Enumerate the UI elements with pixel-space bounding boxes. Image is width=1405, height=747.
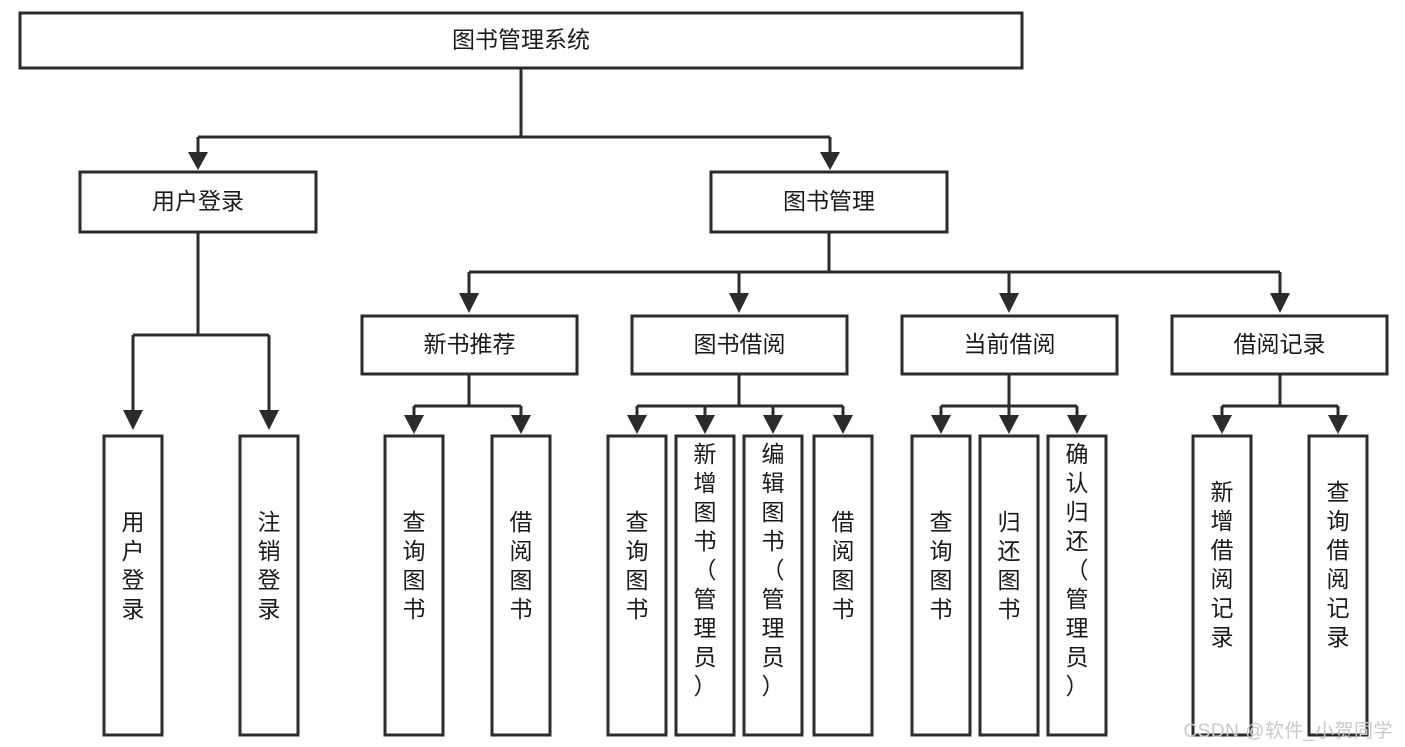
leaf-borrow-book-1-box[interactable] <box>490 434 552 737</box>
connector-book-borrow-to-leaves <box>627 374 853 434</box>
leaf-query-borrow-record[interactable]: 查询借阅记录 <box>1307 434 1369 737</box>
leaf-borrow-book-1[interactable]: 借阅图书 <box>490 434 552 737</box>
node-new-book-recommend[interactable]: 新书推荐 <box>360 314 579 376</box>
leaf-user-logout-label: 注销登录 <box>258 509 281 622</box>
leaf-user-login-label: 用户登录 <box>122 509 145 622</box>
leaf-query-book-1-box[interactable] <box>383 434 445 737</box>
node-current-borrow-label: 当前借阅 <box>964 331 1056 357</box>
arrowhead-leaf-query-book-1 <box>404 415 424 434</box>
leaf-borrow-book-1-label: 借阅图书 <box>510 509 533 622</box>
node-new-book-recommend-box[interactable] <box>360 314 579 376</box>
arrowhead-current-borrow <box>999 293 1019 313</box>
arrowhead-leaf-edit-book <box>763 415 783 434</box>
arrowhead-leaf-borrow-book-2 <box>833 415 853 434</box>
leaf-query-borrow-record-box[interactable] <box>1307 434 1369 737</box>
leaf-confirm-return-box[interactable] <box>1046 434 1108 737</box>
arrowhead-leaf-add-borrow-record <box>1212 415 1232 434</box>
leaf-query-book-3[interactable]: 查询图书 <box>910 434 972 737</box>
arrowhead-leaf-query-book-2 <box>627 415 647 434</box>
node-new-book-recommend-label: 新书推荐 <box>424 331 516 357</box>
node-root-box[interactable] <box>18 11 1024 70</box>
leaf-add-book[interactable]: 新增图书（管理员） <box>674 434 736 737</box>
leaf-user-login-box[interactable] <box>102 434 164 737</box>
leaf-add-book-box[interactable] <box>674 434 736 737</box>
node-root[interactable]: 图书管理系统 <box>18 11 1024 70</box>
node-borrow-record-label: 借阅记录 <box>1234 331 1326 357</box>
connector-current-borrow-to-leaves <box>931 374 1087 434</box>
leaf-edit-book[interactable]: 编辑图书（管理员） <box>742 434 804 737</box>
arrowhead-user-login <box>188 152 208 170</box>
node-borrow-record[interactable]: 借阅记录 <box>1170 314 1389 376</box>
leaf-query-book-2-label: 查询图书 <box>626 509 649 622</box>
node-borrow-record-box[interactable] <box>1170 314 1389 376</box>
leaf-query-book-2-box[interactable] <box>606 434 668 737</box>
arrowhead-leaf-user-logout <box>259 410 279 430</box>
leaf-return-book-label: 归还图书 <box>998 509 1021 622</box>
leaf-user-logout[interactable]: 注销登录 <box>238 434 300 737</box>
leaf-add-borrow-record-label: 新增借阅记录 <box>1211 479 1234 650</box>
leaf-confirm-return-label: 确认归还（管理员） <box>1066 441 1089 699</box>
arrowhead-book-management <box>820 152 840 170</box>
connector-borrow-record-to-leaves <box>1212 374 1348 434</box>
node-user-login[interactable]: 用户登录 <box>78 170 318 234</box>
arrowhead-leaf-query-borrow-record <box>1328 415 1348 434</box>
node-root-label: 图书管理系统 <box>452 27 590 53</box>
connector-user-login-to-leaves <box>123 232 279 430</box>
arrowhead-borrow-record <box>1270 293 1290 313</box>
arrowhead-leaf-query-book-3 <box>931 415 951 434</box>
leaf-query-book-1[interactable]: 查询图书 <box>383 434 445 737</box>
arrowhead-leaf-add-book <box>695 415 715 434</box>
node-book-management-label: 图书管理 <box>783 188 875 214</box>
node-current-borrow-box[interactable] <box>900 314 1119 376</box>
connector-book-management-to-level3 <box>459 232 1290 313</box>
connector-root-to-level2 <box>188 68 840 170</box>
leaf-borrow-book-2-label: 借阅图书 <box>832 509 855 622</box>
arrowhead-book-borrow <box>729 293 749 313</box>
leaf-add-borrow-record-box[interactable] <box>1191 434 1253 737</box>
node-book-borrow-box[interactable] <box>630 314 849 376</box>
arrowhead-leaf-return-book <box>999 415 1019 434</box>
leaf-query-book-3-label: 查询图书 <box>930 509 953 622</box>
leaf-add-borrow-record[interactable]: 新增借阅记录 <box>1191 434 1253 737</box>
node-book-management[interactable]: 图书管理 <box>709 170 949 234</box>
leaf-query-book-1-label: 查询图书 <box>403 509 426 622</box>
arrowhead-new-book-recommend <box>459 293 479 313</box>
node-book-borrow[interactable]: 图书借阅 <box>630 314 849 376</box>
leaf-query-book-3-box[interactable] <box>910 434 972 737</box>
leaf-user-logout-box[interactable] <box>238 434 300 737</box>
arrowhead-leaf-borrow-book-1 <box>511 415 531 434</box>
node-book-borrow-label: 图书借阅 <box>694 331 786 357</box>
arrowhead-leaf-confirm-return <box>1067 415 1087 434</box>
leaf-return-book[interactable]: 归还图书 <box>978 434 1040 737</box>
leaf-user-login[interactable]: 用户登录 <box>102 434 164 737</box>
node-current-borrow[interactable]: 当前借阅 <box>900 314 1119 376</box>
leaf-edit-book-label: 编辑图书（管理员） <box>762 441 785 699</box>
leaf-query-book-2[interactable]: 查询图书 <box>606 434 668 737</box>
leaf-borrow-book-2-box[interactable] <box>812 434 874 737</box>
leaf-confirm-return[interactable]: 确认归还（管理员） <box>1046 434 1108 737</box>
connector-new-book-recommend-to-leaves <box>404 374 531 434</box>
arrowhead-leaf-user-login <box>123 410 143 430</box>
leaf-query-borrow-record-label: 查询借阅记录 <box>1327 479 1350 650</box>
leaf-add-book-label: 新增图书（管理员） <box>694 441 717 699</box>
leaf-borrow-book-2[interactable]: 借阅图书 <box>812 434 874 737</box>
node-user-login-label: 用户登录 <box>152 188 244 214</box>
leaf-return-book-box[interactable] <box>978 434 1040 737</box>
node-book-management-box[interactable] <box>709 170 949 234</box>
leaf-edit-book-box[interactable] <box>742 434 804 737</box>
csdn-watermark: CSDN @软件_小贺同学 <box>1183 721 1393 742</box>
